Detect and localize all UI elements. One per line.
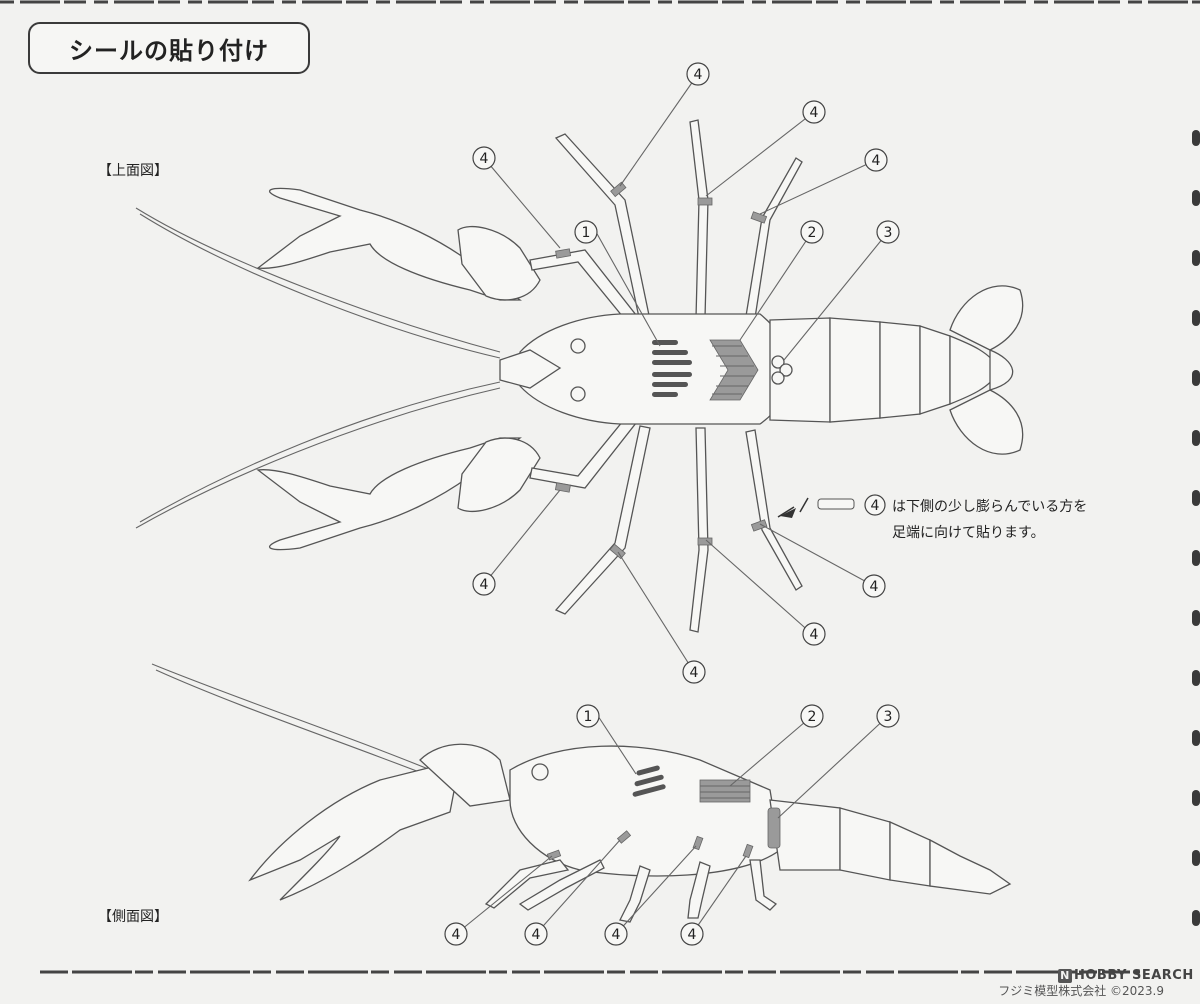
- note-legend: 4: [777, 494, 886, 518]
- svg-text:4: 4: [688, 927, 697, 943]
- callout-4: 4: [444, 922, 468, 946]
- callout-2: 2: [800, 704, 824, 728]
- callout-4: 4: [680, 922, 704, 946]
- side-view-leader-lines: [455, 715, 889, 935]
- sticker-1-side: [632, 765, 666, 797]
- top-view-leader-lines: [483, 73, 889, 673]
- callout-4: 4: [862, 574, 886, 598]
- callout-3: 3: [876, 704, 900, 728]
- callout-1: 1: [576, 704, 600, 728]
- svg-text:4: 4: [872, 153, 881, 169]
- callout-1: 1: [574, 220, 598, 244]
- svg-text:4: 4: [690, 665, 699, 681]
- sticker-2-top: [709, 339, 759, 401]
- svg-text:4: 4: [532, 927, 541, 943]
- note-line-2: 足端に向けて貼ります。: [892, 525, 1045, 541]
- sticker-2-side: [699, 779, 751, 803]
- sticker-1-top: [652, 340, 692, 397]
- svg-text:4: 4: [810, 627, 819, 643]
- top-view-label: 【上面図】: [98, 163, 168, 179]
- copyright: フジミ模型株式会社 ©2023.9: [998, 984, 1164, 998]
- brand-logo-icon: N: [1058, 969, 1072, 983]
- svg-text:4: 4: [480, 577, 489, 593]
- callout-4: 4: [802, 622, 826, 646]
- callout-4: 4: [472, 146, 496, 170]
- section-title: シールの貼り付け: [28, 22, 310, 74]
- callout-4: 4: [864, 148, 888, 172]
- brand-text: HOBBY SEARCH: [1074, 968, 1194, 983]
- callout-4: 4: [802, 100, 826, 124]
- callout-3: 3: [876, 220, 900, 244]
- svg-text:4: 4: [480, 151, 489, 167]
- side-view-crayfish: [151, 663, 1012, 923]
- svg-text:2: 2: [808, 709, 817, 725]
- callout-4: 4: [686, 62, 710, 86]
- svg-text:1: 1: [582, 225, 591, 241]
- top-view-crayfish: [135, 119, 1024, 633]
- svg-text:4: 4: [452, 927, 461, 943]
- svg-text:2: 2: [808, 225, 817, 241]
- binding-holes: [1192, 130, 1200, 926]
- svg-text:4: 4: [871, 498, 880, 514]
- callout-2: 2: [800, 220, 824, 244]
- callout-4: 4: [524, 922, 548, 946]
- note-line-1: は下側の少し膨らんでいる方を: [892, 499, 1088, 515]
- sticker-3-side: [767, 807, 781, 849]
- side-view-label: 【側面図】: [98, 909, 168, 925]
- note-callout-4: 4: [864, 494, 886, 516]
- svg-text:4: 4: [612, 927, 621, 943]
- sticker-note: は下側の少し膨らんでいる方を 足端に向けて貼ります。: [892, 494, 1087, 546]
- callout-4: 4: [472, 572, 496, 596]
- callout-4: 4: [604, 922, 628, 946]
- sticker-3-top: [771, 355, 793, 385]
- svg-text:3: 3: [884, 225, 893, 241]
- svg-text:4: 4: [870, 579, 879, 595]
- callout-4: 4: [682, 660, 706, 684]
- side-view-callouts: 1 2 3 4 4 4 4: [444, 704, 900, 946]
- svg-text:1: 1: [584, 709, 593, 725]
- top-view-callouts: 4 4 4 4 1 2 3 4 4 4 4: [472, 62, 900, 684]
- svg-text:4: 4: [694, 67, 703, 83]
- svg-text:3: 3: [884, 709, 893, 725]
- svg-text:4: 4: [810, 105, 819, 121]
